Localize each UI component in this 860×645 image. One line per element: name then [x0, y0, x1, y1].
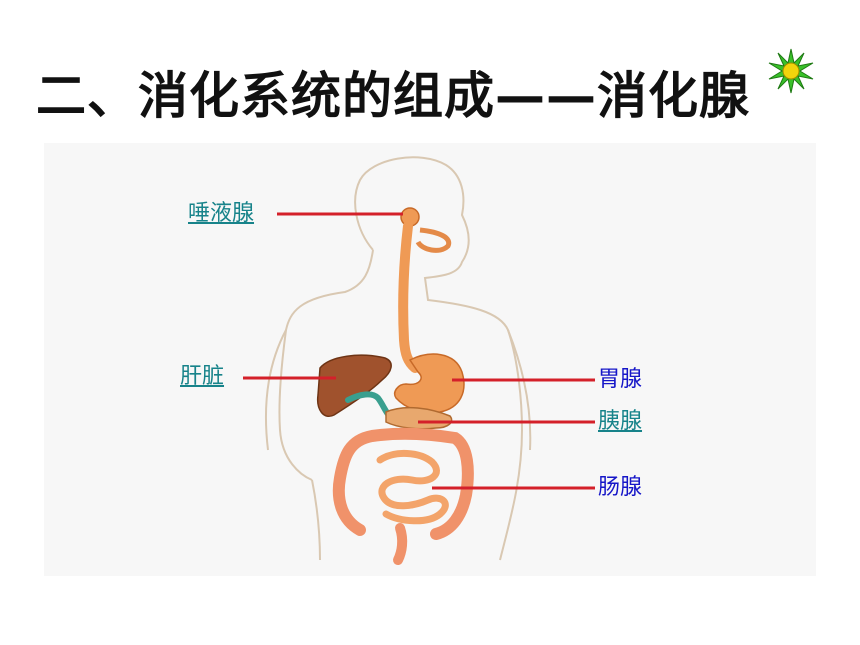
arm-outline	[265, 329, 532, 451]
large-intestine	[332, 427, 474, 540]
slide-title: 二、消化系统的组成——消化腺	[36, 67, 750, 125]
star-icon	[768, 48, 814, 94]
label-intestinal-gland: 肠腺	[598, 475, 643, 500]
label-liver[interactable]: 肝脏	[180, 364, 225, 389]
liver	[316, 354, 392, 417]
label-pancreas[interactable]: 胰腺	[598, 409, 643, 434]
small-intestine	[376, 450, 449, 525]
label-gastric-gland: 胃腺	[598, 367, 643, 392]
label-salivary-gland[interactable]: 唾液腺	[188, 201, 255, 226]
esophagus	[398, 221, 420, 373]
mouth-glands	[415, 227, 452, 253]
rectum	[393, 523, 408, 565]
